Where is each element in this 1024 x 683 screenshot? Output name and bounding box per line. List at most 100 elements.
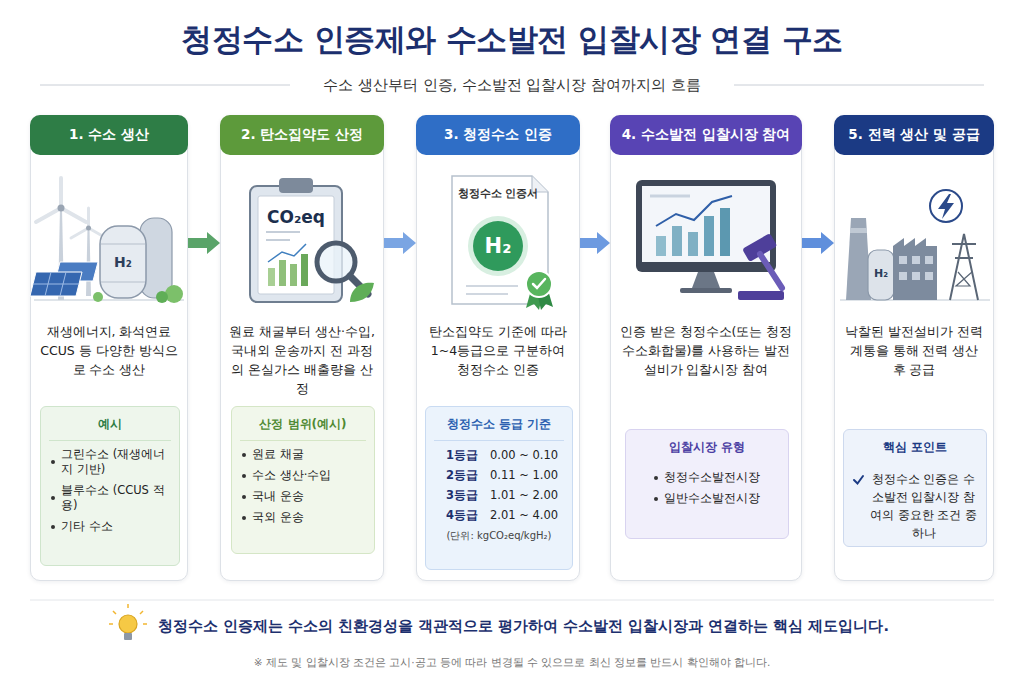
- text-line: [266, 239, 290, 241]
- list-item-text: 국내 운송: [252, 489, 304, 504]
- screen-line: [650, 195, 690, 198]
- step-card: 낙찰된 발전설비가 전력계통을 통해 전력 생산 후 공급5. 전력 생산 및 …: [834, 115, 994, 581]
- key-point-row: 청정수소 인증은 수소발전 입찰시장 참여의 중요한 조건 중 하나: [852, 470, 978, 542]
- window: [899, 256, 907, 264]
- monitor-stand: [692, 272, 720, 288]
- grade-row: 3등급1.01 ~ 2.00: [446, 487, 560, 503]
- step-card: 원료 채굴부터 생산·수입, 국내외 운송까지 전 과정의 온실가스 배출량을 …: [220, 115, 384, 581]
- monitor-frame: [636, 180, 776, 272]
- flow-arrow: [384, 232, 416, 254]
- list-item-text: 국외 운송: [252, 510, 304, 525]
- check-icon: [852, 473, 865, 486]
- list-item-text: 청정수소발전시장: [664, 470, 760, 485]
- medal-ribbon: [526, 290, 543, 310]
- example-box: 예시그린수소 (재생에너지 기반)블루수소 (CCUS 적용)기타 수소: [40, 406, 180, 566]
- grade-cell: 4등급: [446, 507, 490, 523]
- window: [912, 256, 920, 264]
- gavel-block: [738, 291, 784, 300]
- bullet-dot: [242, 516, 246, 520]
- step-card: 인증 받은 청정수소(또는 청정수소화합물)를 사용하는 발전설비가 입찰시장 …: [610, 115, 802, 581]
- monitor-screen: [642, 186, 770, 262]
- bullet-dot: [654, 497, 658, 501]
- grade-row: 2등급0.11 ~ 1.00: [446, 467, 560, 483]
- storage-tank: [140, 218, 172, 298]
- production-art: [30, 178, 184, 303]
- grade-row: 1등급0.00 ~ 0.10: [446, 447, 560, 463]
- chart-bar: [279, 260, 286, 286]
- tower-brace: [956, 272, 972, 286]
- bullet-dot: [654, 476, 658, 480]
- step-header: 1. 수소 생산: [30, 115, 188, 155]
- grade-cell: 2.01 ~ 4.00: [490, 507, 558, 523]
- h2-ring: [468, 216, 528, 276]
- text-line: [466, 293, 508, 295]
- bulb-ray: [140, 611, 143, 614]
- bush: [93, 292, 103, 302]
- bulb-base: [124, 633, 132, 640]
- turbine-hub: [58, 205, 65, 212]
- bulb-icon: [109, 604, 147, 640]
- step-card: 탄소집약도 기준에 따라 1~4등급으로 구분하여 청정수소 인증3. 청정수소…: [416, 115, 580, 581]
- turbine-blade: [87, 208, 90, 228]
- chart-bar: [301, 254, 308, 286]
- box-heading: 청정수소 등급 기준: [434, 407, 564, 441]
- leaf: [350, 283, 374, 302]
- step-title: 2. 탄소집약도 산정: [241, 126, 363, 144]
- unit-note: (단위: kgCO₂eq/kgH₂): [434, 529, 564, 543]
- grade-cell: 1등급: [446, 447, 490, 463]
- list-item: 블루수소 (CCUS 적용): [51, 483, 169, 513]
- medal-check: [533, 279, 545, 288]
- bulb-ray: [143, 623, 147, 625]
- bulb-glass: [119, 615, 137, 633]
- panel-grid: [45, 272, 51, 296]
- scope-box: 산정 범위(예시)원료 채굴수소 생산·수입국내 운송국외 운송: [231, 406, 375, 554]
- turbine-tower: [86, 228, 91, 296]
- transmission-tower: [950, 234, 978, 300]
- list-item-text: 그린수소 (재생에너지 기반): [61, 447, 169, 477]
- ground-line: [840, 299, 990, 301]
- lightning-bolt: [938, 194, 954, 219]
- turbine-blade: [59, 178, 63, 208]
- step-header: 5. 전력 생산 및 공급: [834, 115, 994, 155]
- hydrogen-tank: [868, 250, 894, 300]
- separator-line: [30, 600, 994, 601]
- certificate-paper: [452, 176, 548, 304]
- step-header: 4. 수소발전 입찰시장 참여: [610, 115, 802, 155]
- step-card: 재생에너지, 화석연료 CCUS 등 다양한 방식으로 수소 생산 1. 수소 생…: [30, 115, 188, 581]
- bush: [165, 285, 183, 303]
- chart-bar: [656, 236, 666, 256]
- turbine-hub: [86, 226, 91, 231]
- chimney-band: [850, 228, 867, 233]
- step-description: 인증 받은 청정수소(또는 청정수소화합물)를 사용하는 발전설비가 입찰시장 …: [619, 322, 793, 379]
- key-point-text: 청정수소 인증은 수소발전 입찰시장 참여의 중요한 조건 중 하나: [869, 470, 978, 542]
- magnifier-handle: [350, 276, 368, 294]
- power-icon: [930, 190, 962, 222]
- hydrogen-tank: [100, 226, 146, 298]
- clipboard-clip: [279, 178, 313, 193]
- list-item-text: 일반수소발전시장: [664, 491, 760, 506]
- window: [925, 272, 933, 280]
- step-description: 원료 채굴부터 생산·수입, 국내외 운송까지 전 과정의 온실가스 배출량을 …: [229, 322, 375, 398]
- clipboard-paper: [258, 196, 334, 294]
- bullet-dot: [242, 495, 246, 499]
- bullet-dot: [242, 474, 246, 478]
- summary-note: 청정수소 인증제는 수소의 친환경성을 객관적으로 평가하여 수소발전 입찰시장…: [158, 616, 889, 636]
- list-item-text: 원료 채굴: [252, 447, 304, 462]
- step-title: 5. 전력 생산 및 공급: [848, 126, 979, 144]
- tank-band: [101, 243, 145, 244]
- tower-arm: [952, 243, 976, 245]
- box-heading: 산정 범위(예시): [240, 407, 366, 441]
- step-header: 3. 청정수소 인증: [416, 115, 580, 155]
- turbine-blade: [36, 208, 61, 222]
- text-line: [266, 231, 300, 233]
- list-item-text: 기타 수소: [61, 519, 113, 534]
- subtitle: 수소 생산부터 인증, 수소발전 입찰시장 참여까지의 흐름: [323, 75, 700, 95]
- step-description: 재생에너지, 화석연료 CCUS 등 다양한 방식으로 수소 생산: [39, 322, 179, 379]
- chart-bar: [688, 232, 698, 256]
- bidding-art: [636, 180, 784, 300]
- h2-circle: [473, 221, 523, 271]
- chart-bar: [672, 226, 682, 256]
- rule-line: [40, 85, 290, 86]
- list-item: 국내 운송: [242, 489, 364, 504]
- grade-cell: 0.00 ~ 0.10: [490, 447, 558, 463]
